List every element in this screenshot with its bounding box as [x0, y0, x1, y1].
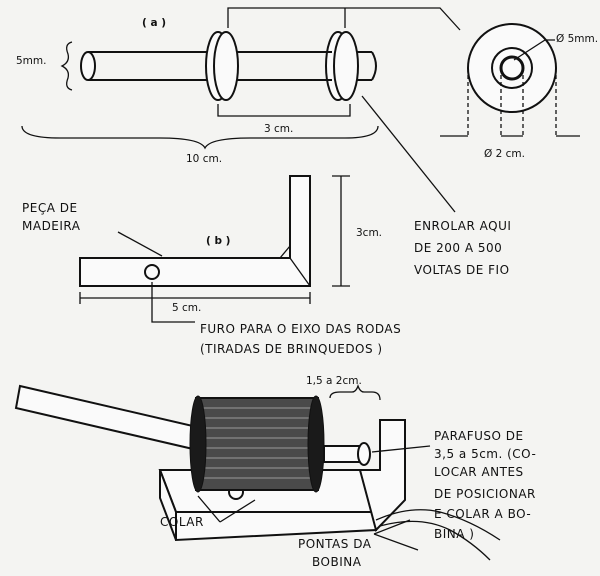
label-pontas-line1: PONTAS DA [298, 537, 372, 551]
label-furo-line1: FURO PARA O EIXO DAS RODAS [200, 322, 401, 336]
coil-right-flange [307, 395, 325, 493]
length-3cm-bracket [217, 104, 351, 117]
label-peca-line1: PEÇA DE [22, 201, 78, 215]
part-a-axle-assembly [21, 7, 461, 213]
l-bracket-inner-edge [279, 245, 311, 287]
label-diam-2cm: Ø 2 cm. [484, 148, 525, 160]
parafuso-leader [371, 445, 431, 453]
gap-brace [329, 383, 381, 401]
axle-hole [144, 264, 160, 280]
furo-leader [151, 282, 195, 323]
base-block-bottom [175, 511, 377, 542]
label-diam-5mm-left: 5mm. [16, 55, 46, 67]
axle-left-end [80, 51, 96, 81]
coil-wire-end-2 [379, 520, 491, 561]
label-furo-line2: (TIRADAS DE BRINQUEDOS ) [200, 342, 383, 356]
coil-turns [196, 407, 318, 479]
label-len-10cm: 10 cm. [186, 153, 222, 165]
l-bracket-outline [79, 175, 311, 287]
axle-right-end [371, 51, 377, 81]
label-height-3cm: 3cm. [356, 227, 382, 239]
label-enrolar-line3: VOLTAS DE FIO [414, 263, 510, 277]
left-wheel-disc-face [213, 31, 239, 101]
long-axle-rod [14, 384, 212, 454]
label-parafuso-line6: BINA ) [434, 527, 474, 541]
view-link-bracket [227, 7, 461, 31]
length-10cm-brace [21, 125, 379, 150]
coil-winding [195, 397, 319, 491]
diameter-brace [60, 41, 73, 91]
right-wheel-disc-face [333, 31, 359, 101]
label-part-b: ( b ) [206, 235, 230, 247]
upright-post [358, 419, 406, 532]
label-gap: 1,5 a 2cm. [306, 375, 362, 387]
assembled-coil [14, 383, 501, 561]
axle-mid-segment [238, 51, 332, 81]
wheel-hub-ring [491, 47, 533, 89]
label-pontas-line2: BOBINA [312, 555, 362, 569]
label-enrolar-line2: DE 200 A 500 [414, 241, 502, 255]
enrolar-leader [361, 95, 456, 213]
height-3cm-dimension [332, 175, 350, 287]
label-parafuso-line1: PARAFUSO DE [434, 429, 524, 443]
label-peca-line2: MADEIRA [22, 219, 81, 233]
pontas-leader [373, 519, 419, 551]
axle-right-segment [358, 51, 372, 81]
colar-leader [197, 495, 256, 523]
wheel-outer-circle [467, 23, 557, 113]
coil-wire-end-1 [375, 509, 501, 541]
label-parafuso-line3: LOCAR ANTES [434, 465, 524, 479]
label-parafuso-line4: DE POSICIONAR [434, 487, 536, 501]
length-5cm-dimension [79, 292, 311, 304]
label-len-5cm: 5 cm. [172, 302, 201, 314]
screw-head [357, 442, 371, 466]
label-parafuso-line2: 3,5 a 5cm. (CO- [434, 447, 536, 461]
label-colar: COLAR [160, 515, 204, 529]
coil-left-flange [189, 395, 207, 493]
label-enrolar-line1: ENROLAR AQUI [414, 219, 511, 233]
part-b-wood-piece [79, 175, 350, 323]
projection-lines [467, 68, 557, 138]
label-part-a: ( a ) [142, 17, 166, 29]
screw-shaft [323, 445, 361, 463]
peca-leader [117, 231, 163, 257]
label-diam-5mm-right: Ø 5mm. [556, 33, 598, 45]
label-parafuso-line5: E COLAR A BO- [434, 507, 531, 521]
diam-5mm-leader [513, 39, 555, 61]
wheel-side-view [440, 23, 580, 138]
label-len-3cm: 3 cm. [264, 123, 293, 135]
